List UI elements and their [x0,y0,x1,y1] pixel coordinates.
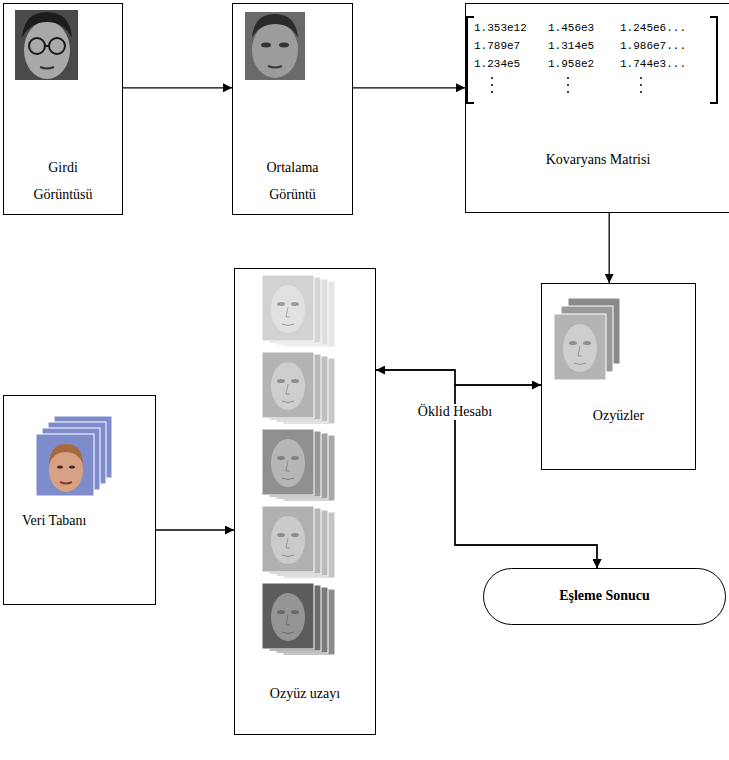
matrix-entry: 1.744e3... [620,58,686,70]
node-content: Girdi Görüntüsü [4,4,122,208]
eigenfaces-box: Ozyüzler [541,283,696,470]
mean-image-box: Ortalama Görüntü [232,3,353,215]
node-label: Girdi Görüntüsü [23,154,103,208]
node-content: Veri Tabanı [4,396,155,531]
connector-arrow [156,529,234,530]
matrix-entry: 1.245e6... [620,22,686,34]
input-face-photo [15,10,78,80]
connector-arrow [353,87,465,88]
connector-arrow [123,87,232,88]
node-label: Eşleme Sonucu [495,586,715,606]
node-label: Ozyüzler [554,406,684,426]
matrix-entry: 1.986e7... [620,40,686,52]
edge-label: Öklid Hesabı [415,404,495,420]
node-label: Kovaryans Matrisi [478,150,718,170]
node-label: Veri Tabanı [22,511,142,531]
matrix-entry: 1.314e5 [548,40,594,52]
eigenface-stack [554,298,620,380]
eigenface-space-box: Ozyüz uzayı [234,268,376,735]
node-content: Eşleme Sonucu [484,569,725,606]
database-box: Veri Tabanı [3,395,156,605]
matrix-entry: 1.958e2 [548,58,594,70]
covariance-box: Kovaryans Matrisi [465,3,729,213]
matrix-entry: 1.789e7 [474,40,520,52]
node-label: Ozyüz uzayı [243,684,368,704]
connector-arrow [376,370,541,385]
node-label: Ortalama Görüntü [253,154,333,208]
matrix-entry: 1.353e12 [474,22,527,34]
connector-arrow [609,213,610,283]
node-content: Ozyüzler [542,284,695,426]
connector-arrow [376,370,597,568]
node-content: Ortalama Görüntü [233,4,352,208]
matrix-brackets [467,17,717,103]
match-result-terminal: Eşleme Sonucu [483,568,726,625]
database-face-stack [36,416,112,496]
node-content: Ozyüz uzayı [235,269,375,704]
matrix-ellipsis-dots [491,77,642,93]
eigenface-space-stacks [262,275,335,655]
mean-face-photo [245,12,305,80]
matrix-entry: 1.234e5 [474,58,520,70]
input-image-box: Girdi Görüntüsü [3,3,123,215]
matrix-entry: 1.456e3 [548,22,594,34]
